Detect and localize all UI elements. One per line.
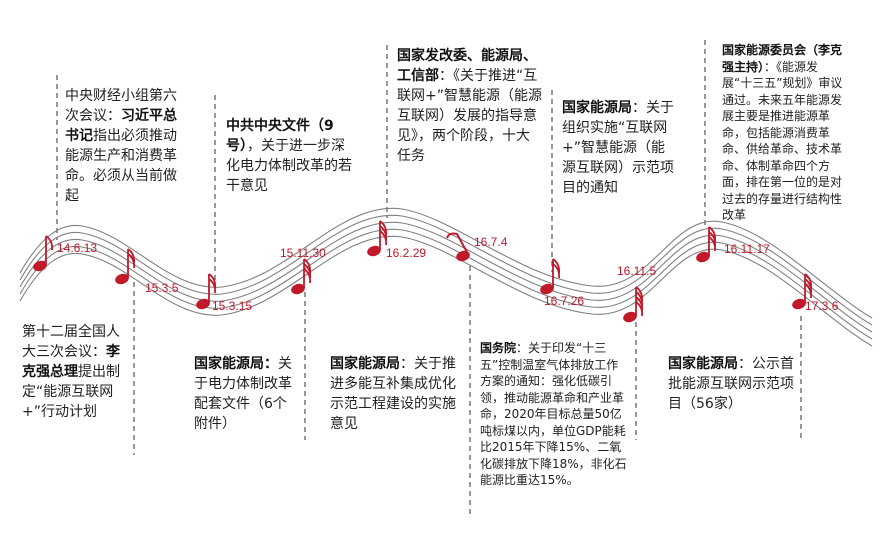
staff-line — [19, 221, 873, 333]
music-note-icon — [367, 245, 381, 257]
music-note-icon — [291, 283, 305, 295]
staff-line — [19, 214, 873, 326]
date-label-16-11-5: 16.11.5 — [617, 264, 657, 278]
event-text-15-11-30: 国家能源局：关于电力体制改革配套文件（6个附件） — [194, 356, 292, 432]
music-note-icon — [456, 250, 470, 262]
music-note-icon — [115, 273, 129, 285]
music-note-icon — [792, 298, 806, 310]
note-flag — [379, 230, 388, 246]
date-label-15-3-5: 15.3.5 — [145, 281, 179, 295]
date-label-16-7-26: 16.7.26 — [544, 294, 585, 308]
note-flag — [635, 301, 644, 317]
date-label-17-3-6: 17.3.6 — [805, 299, 839, 313]
event-text-16-2-29: 国家发改委、能源局、工信部：《关于推进“互联网+”智慧能源（能源互联网）发展的指… — [397, 48, 542, 164]
music-note-icon — [623, 311, 637, 323]
date-label-16-7-4: 16.7.4 — [474, 235, 508, 249]
date-label-14-6-13: 14.6.13 — [57, 241, 98, 255]
date-label-15-3-15: 15.3.15 — [212, 299, 253, 313]
date-label-16-11-17: 16.11.17 — [724, 242, 770, 256]
music-note-icon — [33, 260, 47, 272]
note-flag — [127, 253, 136, 269]
date-label-15-11-30: 15.11.30 — [280, 246, 326, 260]
music-note-icon — [540, 283, 554, 295]
note-flag — [552, 263, 561, 279]
note-flag — [303, 268, 312, 284]
note-flag — [45, 235, 54, 251]
event-text-17-3-6: 国家能源局：公示首批能源互联网示范项目（56家） — [668, 356, 794, 412]
music-note-icon — [696, 251, 710, 263]
staff-line — [19, 207, 873, 319]
note-flag — [208, 278, 217, 294]
event-text-15-3-15: 中共中央文件（9号），关于进一步深化电力体制改革的若干意见 — [226, 118, 352, 194]
note-flag — [804, 283, 813, 299]
event-text-16-7-4: 国家能源局：关于推进多能互补集成优化示范工程建设的实施意见 — [330, 356, 456, 432]
event-text-16-11-17: 国家能源委员会（李克强主持）：《能源发展“十三五”规划》审议通过。未来五年能源发… — [722, 43, 843, 222]
note-flag — [708, 236, 717, 252]
event-text-16-7-26: 国家能源局：关于组织实施“互联网+”智慧能源（能源互联网）示范项目的通知 — [562, 100, 674, 196]
event-text-16-11-5: 国务院：关于印发“十三五”控制温室气体排放工作方案的通知：强化低碳引领，推动能源… — [480, 341, 627, 487]
event-text-15-3-5: 第十二届全国人大三次会议：李克强总理提出制定“能源互联网+”行动计划 — [22, 324, 120, 420]
staff-line — [19, 228, 873, 340]
music-note-icon — [196, 298, 210, 310]
event-text-14-6-13: 中央财经小组第六次会议：习近平总书记指出必须推动能源生产和消费革命。必须从当前做… — [65, 88, 177, 204]
date-label-16-2-29: 16.2.29 — [386, 246, 427, 260]
note-stem — [446, 232, 469, 255]
staff-line — [19, 235, 873, 347]
